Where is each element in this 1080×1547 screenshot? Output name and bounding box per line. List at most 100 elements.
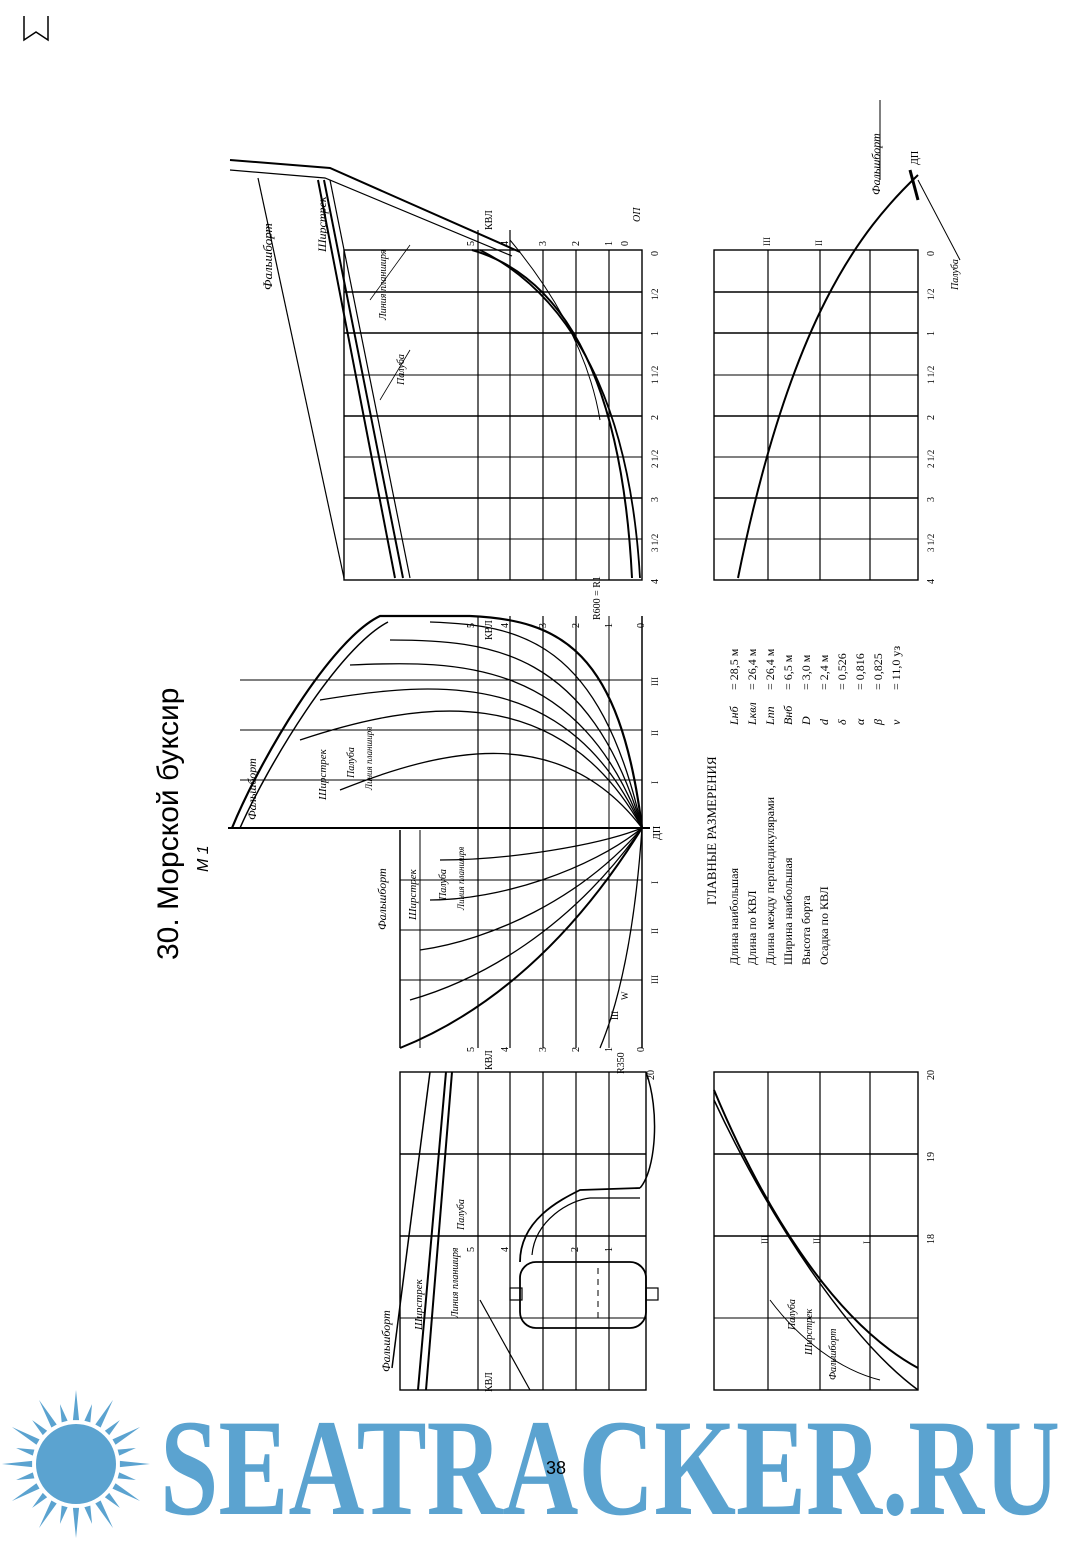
hb-st-3half: 3 1/2 — [926, 534, 936, 552]
body-plan: Фальшборт Ширстрек Палуба Линия планширя… — [228, 614, 663, 1074]
bow-st-3half: 3 1/2 — [650, 534, 660, 552]
spec-label: Длина между перпендикулярами — [763, 796, 777, 965]
spec-row: Высота борта D = 3,0 м — [799, 654, 813, 965]
sun-ray — [11, 1483, 40, 1501]
spec-symbol: α — [853, 718, 867, 725]
bp-kvl-bottom: КВЛ — [484, 1050, 495, 1070]
page-number: 38 — [546, 1458, 567, 1478]
sun-ray — [39, 1500, 57, 1529]
hb-st-1half: 1 1/2 — [926, 366, 936, 384]
bow-st-2half: 2 1/2 — [650, 450, 660, 468]
spec-symbol: Lнб — [727, 705, 741, 726]
bp-w-label: W — [620, 991, 630, 1000]
spec-value: = 11,0 уз — [889, 646, 903, 690]
spec-symbol: Lквл — [745, 702, 759, 726]
spec-value: = 2,4 м — [817, 654, 831, 690]
sun-ray — [16, 1447, 35, 1456]
bow-wl-2: 2 — [571, 241, 582, 246]
spec-row: Осадка по КВЛ d = 2,4 м — [817, 654, 831, 965]
hb-st-half: 1/2 — [926, 288, 936, 300]
hb-st-2half: 2 1/2 — [926, 450, 936, 468]
hb-st-3: 3 — [926, 497, 937, 502]
bp-wl5-bot: 5 — [466, 1047, 477, 1052]
bp-dp-label: ДП — [652, 826, 663, 840]
bp-buttock-ii-bot: II — [650, 928, 660, 934]
sun-ray — [104, 1492, 120, 1508]
stern-kvl-label: КВЛ — [484, 1372, 495, 1392]
spec-value: = 0,825 — [871, 653, 885, 690]
sun-ray — [119, 1460, 150, 1468]
shb-shirstrek-label: Ширстрек — [804, 1308, 815, 1356]
bp-falshbort-bow: Фальшборт — [245, 758, 259, 820]
bow-wl-4: 4 — [500, 241, 511, 246]
spec-row: Длина наибольшая Lнб = 28,5 м — [727, 648, 741, 965]
shb-palub-label: Палуба — [787, 1299, 798, 1331]
bow-r600-label: R600 = R1 — [592, 576, 603, 620]
spec-value: = 26,4 м — [763, 648, 777, 690]
bp-wl1-top: 1 — [604, 623, 615, 628]
bp-wl5-top: 5 — [466, 623, 477, 628]
stern-wl-4: 4 — [500, 1247, 511, 1252]
stern-shirstrek-label: Ширстрек — [413, 1278, 425, 1331]
shb-buttock-i: I — [862, 1241, 872, 1244]
spec-value: = 0,816 — [853, 653, 867, 690]
shb-buttock-iii: III — [760, 1235, 770, 1244]
bow-view: Фальшборт Ширстрек Линия планширя Палуба… — [229, 159, 661, 620]
bp-palub-stern: Палуба — [438, 869, 449, 901]
shb-st-18: 18 — [926, 1234, 937, 1244]
hb-palub-label: Палуба — [950, 259, 961, 291]
bow-station-numbers: 0 1/2 1 1 1/2 2 2 1/2 3 3 1/2 4 — [650, 251, 661, 584]
spec-row: β = 0,825 — [871, 653, 885, 726]
stern-view: Фальшборт Ширстрек Линия планширя Палуба… — [379, 1070, 659, 1392]
sun-ray — [95, 1500, 113, 1529]
bp-wl3-bot: 3 — [538, 1047, 549, 1052]
bp-buttock-iii-top: III — [650, 677, 660, 686]
hb-st-2: 2 — [926, 415, 937, 420]
spec-symbol: D — [799, 716, 813, 726]
bow-st-half: 1/2 — [650, 288, 660, 300]
spec-value: = 6,5 м — [781, 654, 795, 690]
hb-station-numbers: 0 1/2 1 1 1/2 2 2 1/2 3 3 1/2 4 — [926, 251, 937, 584]
sun-ray — [112, 1483, 141, 1501]
bow-falshbort-label: Фальшборт — [260, 223, 275, 290]
sun-ray — [16, 1472, 35, 1481]
bow-wl-3: 3 — [538, 241, 549, 246]
bp-wl0-bot: 0 — [636, 1047, 647, 1052]
bow-wl-0: 0 — [620, 241, 631, 246]
sun-ray — [117, 1472, 136, 1481]
watermark-text: SEATRACKER.RU — [160, 1391, 1060, 1544]
shb-st-19: 19 — [926, 1152, 937, 1162]
spec-label: Высота борта — [799, 895, 813, 965]
hb-st-1: 1 — [926, 331, 937, 336]
stern-planshir-label: Линия планширя — [450, 1247, 461, 1319]
bp-shirstrek-stern: Ширстрек — [407, 868, 419, 921]
spec-row: α = 0,816 — [853, 653, 867, 725]
bow-st-2: 2 — [650, 415, 661, 420]
spec-label: Длина наибольшая — [727, 868, 741, 965]
hb-buttock-iii: III — [762, 237, 772, 246]
bow-st-1: 1 — [650, 331, 661, 336]
bow-shirstrek-label: Ширстрек — [315, 196, 329, 253]
sun-ray — [2, 1460, 33, 1468]
hb-dp-label: ДП — [910, 151, 921, 165]
stern-st-20-top: 20 — [646, 1070, 657, 1080]
stern-palub-label: Палуба — [456, 1199, 467, 1231]
bp-falshbort-stern: Фальшборт — [375, 868, 389, 930]
bp-buttock-iii-bot: III — [650, 975, 660, 984]
sun-ray — [11, 1427, 40, 1445]
bookmark-icon[interactable] — [22, 14, 50, 44]
spec-symbol: v — [889, 719, 903, 725]
sun-ray — [84, 1505, 93, 1524]
sun-ray — [32, 1492, 48, 1508]
spec-symbol: d — [817, 718, 831, 725]
bp-wl2-bot: 2 — [571, 1047, 582, 1052]
sun-ray — [117, 1447, 136, 1456]
specs-heading: ГЛАВНЫЕ РАЗМЕРЕНИЯ — [704, 756, 719, 905]
stern-falshbort-label: Фальшборт — [379, 1310, 393, 1372]
bp-wl4-bot: 4 — [500, 1047, 511, 1052]
bp-buttock-ii-top: II — [650, 730, 660, 736]
bp-kvl-top: КВЛ — [484, 620, 495, 640]
spec-label: Длина по КВЛ — [745, 891, 759, 965]
spec-value: = 0,526 — [835, 653, 849, 690]
stern-wl-5: 5 — [466, 1247, 477, 1252]
